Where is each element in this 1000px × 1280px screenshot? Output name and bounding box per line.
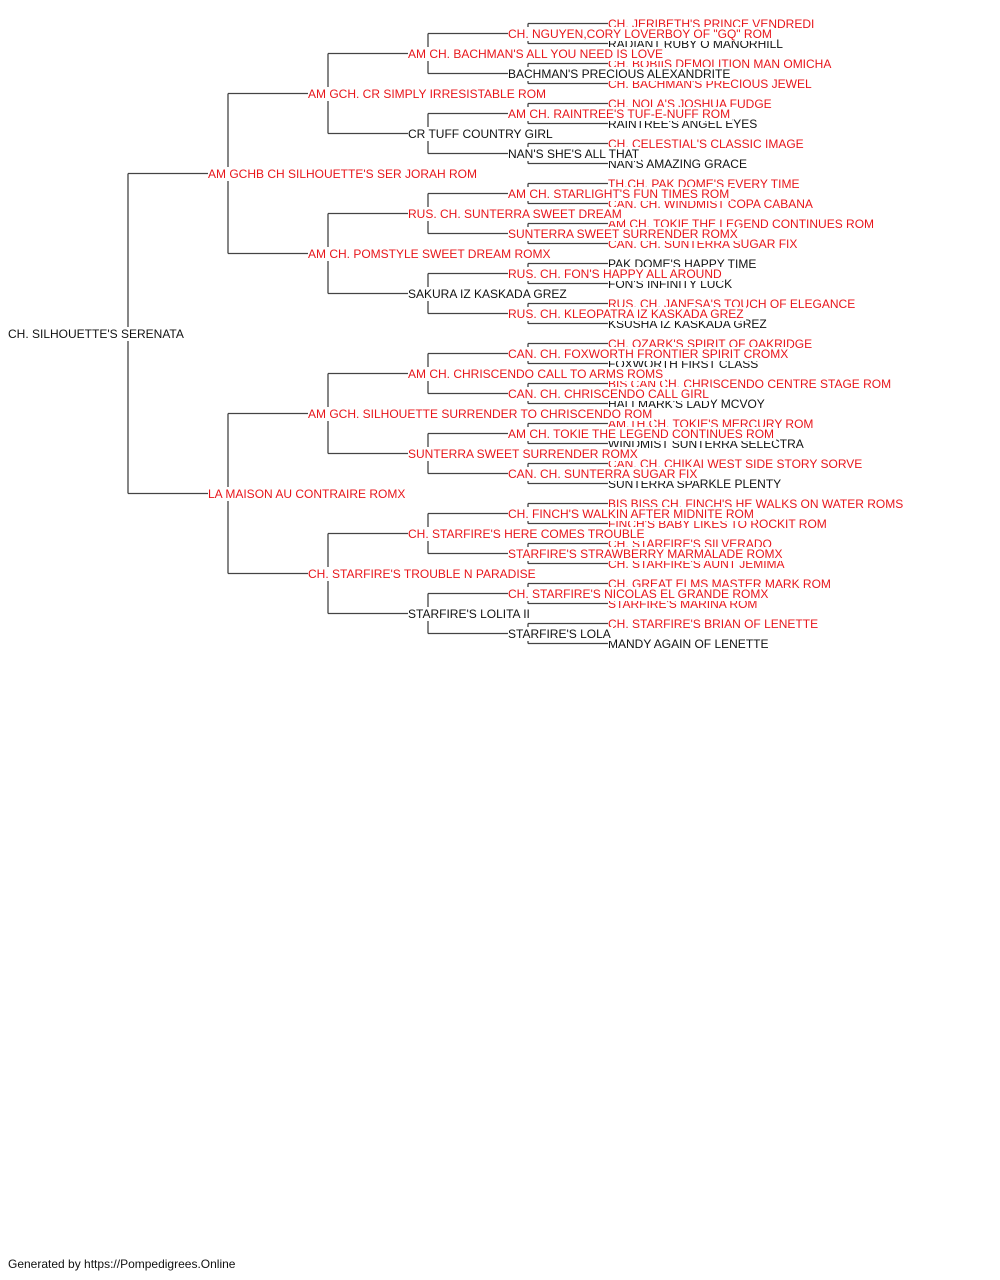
footer-credit: Generated by https://Pompedigrees.Online [8, 1257, 236, 1271]
sire-name: AM GCH. SILHOUETTE SURRENDER TO CHRISCEN… [308, 406, 655, 421]
sire-name: AM CH. TOKIE THE LEGEND CONTINUES ROM [508, 426, 777, 441]
dam-name: CR TUFF COUNTRY GIRL [408, 126, 555, 141]
sire-name: AM CH. STARLIGHT'S FUN TIMES ROM [508, 186, 732, 201]
dam-name: SUNTERRA SWEET SURRENDER ROMX [408, 446, 640, 461]
dam-name: STARFIRE'S LOLA [508, 626, 613, 641]
sire-name: RUS. CH. SUNTERRA SWEET DREAM [408, 206, 624, 221]
sire-name: CH. CELESTIAL'S CLASSIC IMAGE [608, 136, 806, 151]
sire-name: AM CH. BACHMAN'S ALL YOU NEED IS LOVE [408, 46, 666, 61]
sire-name: AM GCH. CR SIMPLY IRRESISTABLE ROM [308, 86, 549, 101]
sire-name: CH. FINCH'S WALKIN AFTER MIDNITE ROM [508, 506, 756, 521]
sire-name: CH. NGUYEN,CORY LOVERBOY OF "GQ" ROM [508, 26, 774, 41]
dam-name: MANDY AGAIN OF LENETTE [608, 636, 771, 651]
dam-name: STARFIRE'S STRAWBERRY MARMALADE ROMX [508, 546, 785, 561]
dam-name: BACHMAN'S PRECIOUS ALEXANDRITE [508, 66, 733, 81]
dam-name: STARFIRE'S LOLITA II [408, 606, 532, 621]
dam-name: NAN'S SHE'S ALL THAT [508, 146, 642, 161]
dam-name: CAN. CH. SUNTERRA SUGAR FIX [508, 466, 700, 481]
dam-name: SUNTERRA SWEET SURRENDER ROMX [508, 226, 740, 241]
sire-name: RUS. CH. FON'S HAPPY ALL AROUND [508, 266, 724, 281]
subject-dog-name: CH. SILHOUETTE'S SERENATA [8, 326, 186, 341]
dam-name: LA MAISON AU CONTRAIRE ROMX [208, 486, 408, 501]
dam-name: SAKURA IZ KASKADA GREZ [408, 286, 569, 301]
sire-name: AM GCHB CH SILHOUETTE'S SER JORAH ROM [208, 166, 479, 181]
sire-name: CH. STARFIRE'S BRIAN OF LENETTE [608, 616, 821, 631]
dam-name: CAN. CH. CHRISCENDO CALL GIRL [508, 386, 711, 401]
sire-name: CAN. CH. FOXWORTH FRONTIER SPIRIT CROMX [508, 346, 791, 361]
sire-name: AM CH. RAINTREE'S TUF-E-NUFF ROM [508, 106, 733, 121]
dam-name: CH. STARFIRE'S TROUBLE N PARADISE [308, 566, 538, 581]
sire-name: AM CH. CHRISCENDO CALL TO ARMS ROMS [408, 366, 666, 381]
dam-name: NAN'S AMAZING GRACE [608, 156, 749, 171]
sire-name: CH. STARFIRE'S HERE COMES TROUBLE [408, 526, 647, 541]
dam-name: AM CH. POMSTYLE SWEET DREAM ROMX [308, 246, 553, 261]
dam-name: RUS. CH. KLEOPATRA IZ KASKADA GREZ [508, 306, 746, 321]
sire-name: CH. STARFIRE'S NICOLAS EL GRANDE ROMX [508, 586, 771, 601]
